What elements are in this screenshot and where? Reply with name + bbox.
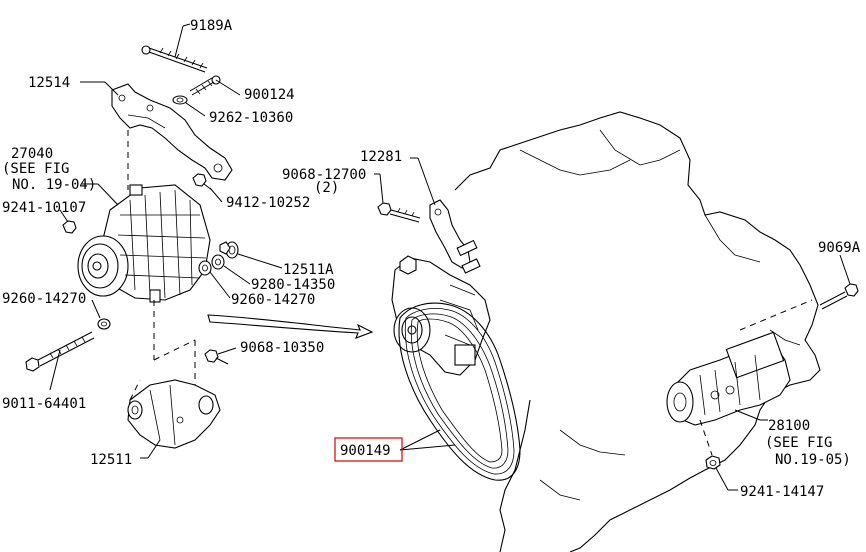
label-28100: 28100 [768, 418, 810, 434]
bracket-12511 [127, 379, 221, 449]
label-12514: 12514 [28, 75, 70, 91]
leader-9189A [174, 25, 184, 58]
bracket-12281 [429, 199, 481, 274]
label-27040-ref-line1: (SEE FIG [2, 161, 69, 177]
label-12281: 12281 [360, 149, 402, 165]
pulley-assembly [391, 255, 491, 376]
label-9068-12700-qty: (2) [314, 180, 339, 196]
bolt-9068-10350 [204, 349, 229, 365]
engine-block-outline [454, 111, 821, 552]
label-900149[interactable]: 900149 [340, 443, 391, 459]
label-9280-14350: 9280-14350 [251, 277, 335, 293]
starter-28100 [666, 331, 791, 426]
label-9241-14147: 9241-14147 [740, 484, 824, 500]
label-9412-10252: 9412-10252 [226, 195, 310, 211]
label-12511: 12511 [90, 452, 132, 468]
label-12511A: 12511A [283, 262, 334, 278]
label-9262-10360: 9262-10360 [209, 110, 293, 126]
label-9068-10350: 9068-10350 [240, 340, 324, 356]
bolt-9069A [819, 283, 859, 310]
label-27040-ref-line2: NO. 19-04) [12, 177, 96, 193]
bracket-12514 [111, 83, 233, 181]
label-9260-14270-a: 9260-14270 [231, 292, 315, 308]
label-28100-ref-line2: NO.19-05) [775, 452, 851, 468]
belt-900149 [398, 302, 521, 481]
nut-9241-14147 [705, 455, 721, 470]
label-9011-64401: 9011-64401 [2, 396, 86, 412]
bolt-900124 [189, 75, 221, 96]
label-900124: 900124 [244, 87, 295, 103]
label-9241-10107: 9241-10107 [2, 200, 86, 216]
label-9189A: 9189A [190, 18, 233, 34]
washer-9280 [211, 254, 225, 270]
nut-9241-10107 [62, 220, 77, 234]
bushing-12511A [219, 241, 239, 259]
direction-arrow [207, 314, 374, 339]
highlight-box-900149 [334, 437, 403, 462]
washer-9260-b [97, 318, 111, 330]
bolt-9068-12700 [377, 202, 421, 223]
label-27040: 27040 [11, 146, 53, 162]
label-9069A: 9069A [818, 240, 861, 256]
bolt-9412 [192, 173, 213, 191]
label-9068-12700: 9068-12700 [282, 167, 366, 183]
alternator-27040 [77, 184, 211, 303]
label-28100-ref-line1: (SEE FIG [765, 435, 832, 451]
washer-9260-a [198, 260, 212, 276]
bolt-9189A [141, 45, 208, 73]
label-9260-14270-b: 9260-14270 [2, 291, 86, 307]
washer-9262 [172, 95, 188, 105]
